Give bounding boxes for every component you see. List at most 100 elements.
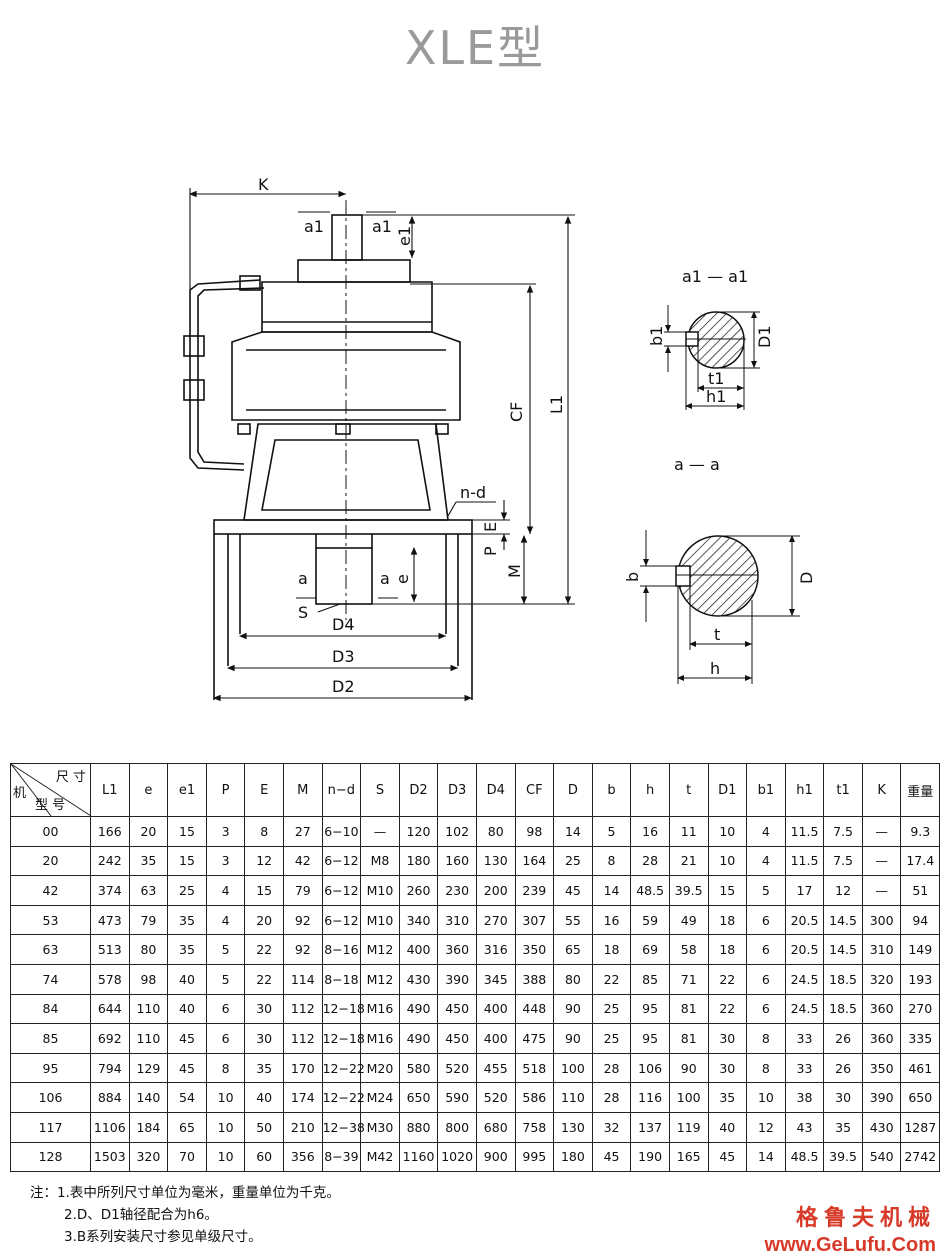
model-cell: 00 — [10, 816, 91, 847]
table-cell: 27 — [282, 816, 323, 847]
label-a-right: a — [380, 569, 390, 588]
table-cell: 360 — [861, 1023, 902, 1054]
table-cell: 30 — [707, 1023, 748, 1054]
model-cell: 85 — [10, 1023, 91, 1054]
table-cell: 12−18 — [321, 1023, 365, 1054]
table-cell: 20.5 — [784, 934, 825, 965]
table-cell: 580 — [398, 1052, 439, 1084]
table-cell: 6 — [746, 993, 786, 1025]
column-header: D3 — [437, 763, 477, 817]
table-cell: 92 — [282, 934, 323, 965]
table-cell: 38 — [784, 1082, 825, 1113]
table-cell: 5 — [591, 816, 632, 847]
table-cell: 400 — [398, 934, 439, 965]
table-cell: 320 — [861, 963, 902, 995]
table-cell: — — [861, 875, 902, 906]
table-cell: 1106 — [90, 1111, 130, 1143]
note-1: 注：1.表中所列尺寸单位为毫米，重量单位为千克。 — [30, 1185, 340, 1201]
table-cell: 8−16 — [321, 934, 362, 965]
label-L1: L1 — [547, 395, 566, 414]
model-cell: 106 — [10, 1082, 91, 1113]
label-h1: h1 — [706, 387, 726, 406]
table-cell: 170 — [282, 1052, 323, 1084]
table-cell: 33 — [784, 1023, 825, 1054]
table-cell: 14.5 — [823, 904, 863, 936]
table-cell: 356 — [282, 1141, 323, 1173]
table-cell: 79 — [128, 904, 169, 936]
table-cell: 7.5 — [823, 845, 863, 877]
table-cell: 193 — [900, 963, 941, 995]
table-cell: 350 — [861, 1052, 902, 1084]
table-cell: 450 — [437, 1023, 477, 1054]
table-cell: 14.5 — [823, 934, 863, 965]
table-cell: 520 — [475, 1082, 516, 1113]
table-cell: 22 — [707, 993, 748, 1025]
table-cell: 884 — [90, 1082, 130, 1113]
table-cell: 120 — [398, 816, 439, 847]
table-cell: 45 — [707, 1141, 748, 1173]
table-cell: 55 — [553, 904, 593, 936]
table-cell: 45 — [167, 1052, 207, 1084]
table-cell: 10 — [205, 1111, 246, 1143]
table-cell: 18.5 — [823, 993, 863, 1025]
table-cell: 9.3 — [900, 816, 941, 847]
corner-diagonals — [10, 763, 92, 817]
table-cell: 45 — [167, 1023, 207, 1054]
table-cell: 48.5 — [784, 1141, 825, 1173]
table-cell: 390 — [437, 963, 477, 995]
table-cell: 8 — [746, 1023, 786, 1054]
corner-label-top: 尺 寸 — [55, 770, 86, 785]
column-header: t1 — [823, 763, 863, 817]
table-cell: 4 — [205, 904, 246, 936]
label-E: E — [481, 522, 500, 532]
label-a1-right: a1 — [372, 217, 392, 236]
table-cell: 160 — [437, 845, 477, 877]
table-cell: 81 — [668, 993, 709, 1025]
table-cell: 8 — [591, 845, 632, 877]
table-cell: 1160 — [398, 1141, 439, 1173]
model-cell: 95 — [10, 1052, 91, 1084]
table-cell: 6 — [205, 1023, 246, 1054]
table-cell: 11.5 — [784, 816, 825, 847]
table-cell: 6 — [205, 993, 246, 1025]
table-cell: 242 — [90, 845, 130, 877]
notes: 注：1.表中所列尺寸单位为毫米，重量单位为千克。 2.D、D1轴径配合为h6。 … — [30, 1182, 340, 1248]
table-cell: 25 — [591, 1023, 632, 1054]
table-cell: 18 — [707, 904, 748, 936]
column-header: L1 — [90, 763, 130, 817]
table-cell: 174 — [282, 1082, 323, 1113]
table-cell: 60 — [244, 1141, 284, 1173]
model-cell: 117 — [10, 1111, 91, 1143]
table-cell: 270 — [475, 904, 516, 936]
middle-housing — [231, 331, 461, 421]
table-cell: 374 — [90, 875, 130, 906]
table-cell: 130 — [553, 1111, 593, 1143]
table-cell: 3 — [205, 816, 246, 847]
label-D2: D2 — [332, 677, 355, 696]
table-cell: 12−18 — [321, 993, 365, 1025]
table-cell: 42 — [282, 845, 323, 877]
label-n-d: n-d — [460, 483, 486, 502]
table-cell: 900 — [475, 1141, 516, 1173]
table-cell: 4 — [746, 816, 786, 847]
table-cell: 140 — [128, 1082, 169, 1113]
table-cell: 90 — [553, 993, 593, 1025]
table-cell: 6−12 — [321, 904, 362, 936]
section-a — [640, 530, 800, 684]
table-cell: 4 — [746, 845, 786, 877]
table-cell: 350 — [514, 934, 555, 965]
table-cell: 14 — [746, 1141, 786, 1173]
table-cell: 518 — [514, 1052, 555, 1084]
table-cell: 12 — [244, 845, 284, 877]
table-cell: 692 — [90, 1023, 130, 1054]
table-cell: 25 — [591, 993, 632, 1025]
table-cell: 316 — [475, 934, 516, 965]
section-a1 — [664, 305, 760, 410]
table-cell: 8 — [746, 1052, 786, 1084]
table-cell: 8 — [244, 816, 284, 847]
label-CF: CF — [507, 402, 526, 422]
table-cell: 26 — [823, 1052, 863, 1084]
table-cell: 92 — [282, 904, 323, 936]
table-cell: 24.5 — [784, 993, 825, 1025]
